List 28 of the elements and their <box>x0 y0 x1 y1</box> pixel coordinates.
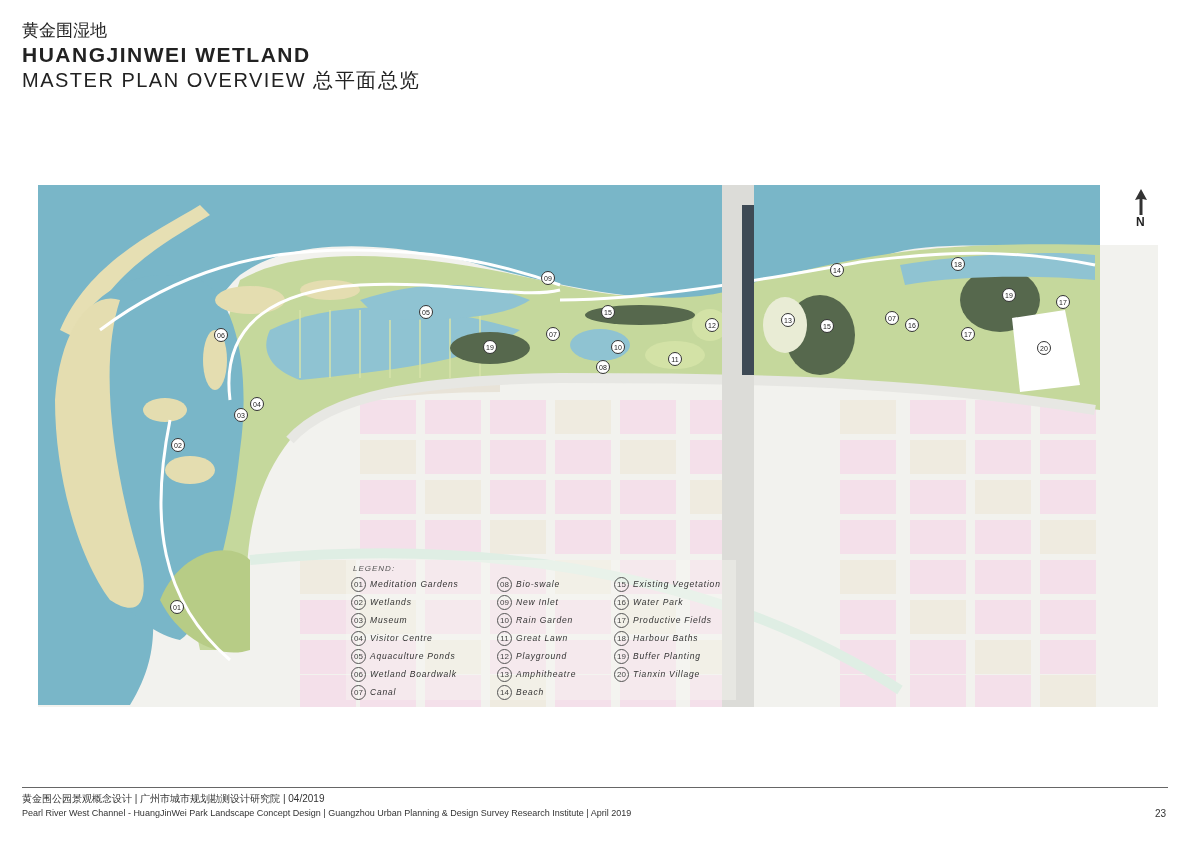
legend-entry: Museum <box>370 614 408 627</box>
legend-entry: Buffer Planting <box>633 650 701 663</box>
legend-entry: Meditation Gardens <box>370 578 459 591</box>
title: HUANGJINWEI WETLAND <box>22 44 311 65</box>
north-label: N <box>1136 216 1145 228</box>
legend-entry: Aquaculture Ponds <box>370 650 456 663</box>
legend-entry: Harbour Baths <box>633 632 699 645</box>
legend-entry: Tianxin Village <box>633 668 701 681</box>
legend-entry: Playground <box>516 650 567 663</box>
legend-entry: Water Park <box>633 596 684 609</box>
subtitle: MASTER PLAN OVERVIEW 总平面总览 <box>22 70 421 90</box>
page-number: 23 <box>1155 809 1167 819</box>
legend-entry: Wetland Boardwalk <box>370 668 457 681</box>
chinese-title: 黄金围湿地 <box>22 22 107 39</box>
legend-entry: Existing Vegetation <box>633 578 721 591</box>
legend-title: LEGEND: <box>353 563 396 575</box>
footer-text: Pearl River West Channel - HuangJinWei Park Landscape Concept Design | Guangzhou Urban Planning & Design Survey Research Institute | April 2019 <box>22 809 632 818</box>
legend-entry: Wetlands <box>370 596 412 609</box>
footer-text: 黄金围公园景观概念设计 | 广州市城市规划勘测设计研究院 | 04/2019 <box>22 794 325 804</box>
legend-entry: Canal <box>370 686 397 699</box>
legend-entry: Bio-swale <box>516 578 561 591</box>
legend-entry: Productive Fields <box>633 614 712 627</box>
legend-entry: Great Lawn <box>516 632 568 645</box>
legend-entry: Rain Garden <box>516 614 573 627</box>
legend-entry: Visitor Centre <box>370 632 433 645</box>
legend-entry: New Inlet <box>516 596 559 609</box>
legend-entry: Amphitheatre <box>516 668 577 681</box>
legend-entry: Beach <box>516 686 545 699</box>
